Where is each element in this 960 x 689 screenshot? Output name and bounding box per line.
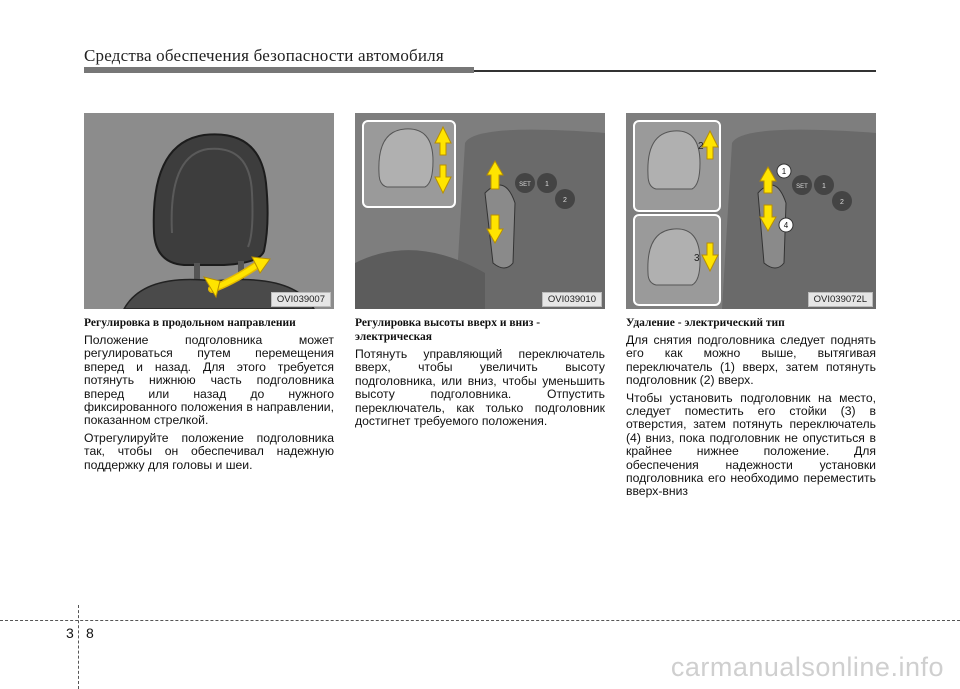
figure-code: OVI039010: [541, 292, 602, 307]
column-paragraph: Потянуть управляющий переключатель вверх…: [355, 347, 605, 429]
column-paragraph: Для снятия подголовника следует поднять …: [626, 333, 876, 388]
memory-2-badge: 2: [563, 197, 567, 204]
marker-4: 4: [784, 221, 789, 230]
footer-dashed-divider: [78, 605, 79, 689]
footer-dashed-rule: [0, 620, 960, 621]
marker-1: 1: [782, 167, 787, 176]
figure-headrest-height: SET 1 2 OVI039010: [355, 113, 605, 309]
figure-headrest-fore-aft: OVI039007: [84, 113, 334, 309]
page-number-page: 8: [86, 625, 94, 641]
column-paragraph: Чтобы установить подголовник на место, с…: [626, 390, 876, 499]
set-badge: SET: [519, 182, 531, 188]
column-heading: Регулировка в продольном направлении: [84, 317, 296, 329]
page-number-section: 3: [66, 625, 74, 641]
column-height: Регулировка высоты вверх и вниз - электр…: [355, 316, 605, 432]
header-rule-thick: [84, 67, 474, 73]
memory-1-badge: 1: [545, 181, 549, 188]
memory-2-badge: 2: [840, 199, 844, 206]
header-rule-thin: [474, 70, 876, 72]
memory-1-badge: 1: [822, 183, 826, 190]
column-paragraph: Положение подголовника может регулироват…: [84, 333, 334, 428]
figure-code: OVI039072L: [807, 292, 873, 307]
column-paragraph: Отрегулируйте положение подголовника так…: [84, 430, 334, 472]
watermark: carmanualsonline.info: [670, 652, 944, 682]
headrest-illustration: [84, 113, 334, 309]
column-heading: Регулировка высоты вверх и вниз - электр…: [355, 317, 541, 343]
figure-headrest-removal: 2 3 1 4 SET 1 2 OVI039072L: [626, 113, 876, 309]
removal-illustration: 2 3 1 4 SET 1 2: [626, 113, 876, 309]
figure-code: OVI039007: [270, 292, 331, 307]
set-badge: SET: [796, 184, 808, 190]
section-title: Средства обеспечения безопасности автомо…: [84, 46, 444, 65]
column-heading: Удаление - электрический тип: [626, 317, 785, 329]
marker-3: 3: [694, 253, 700, 264]
marker-2: 2: [698, 141, 704, 152]
height-switch-illustration: SET 1 2: [355, 113, 605, 309]
column-fore-aft: Регулировка в продольном направлении Пол…: [84, 316, 334, 476]
column-removal: Удаление - электрический тип Для снятия …: [626, 316, 876, 503]
